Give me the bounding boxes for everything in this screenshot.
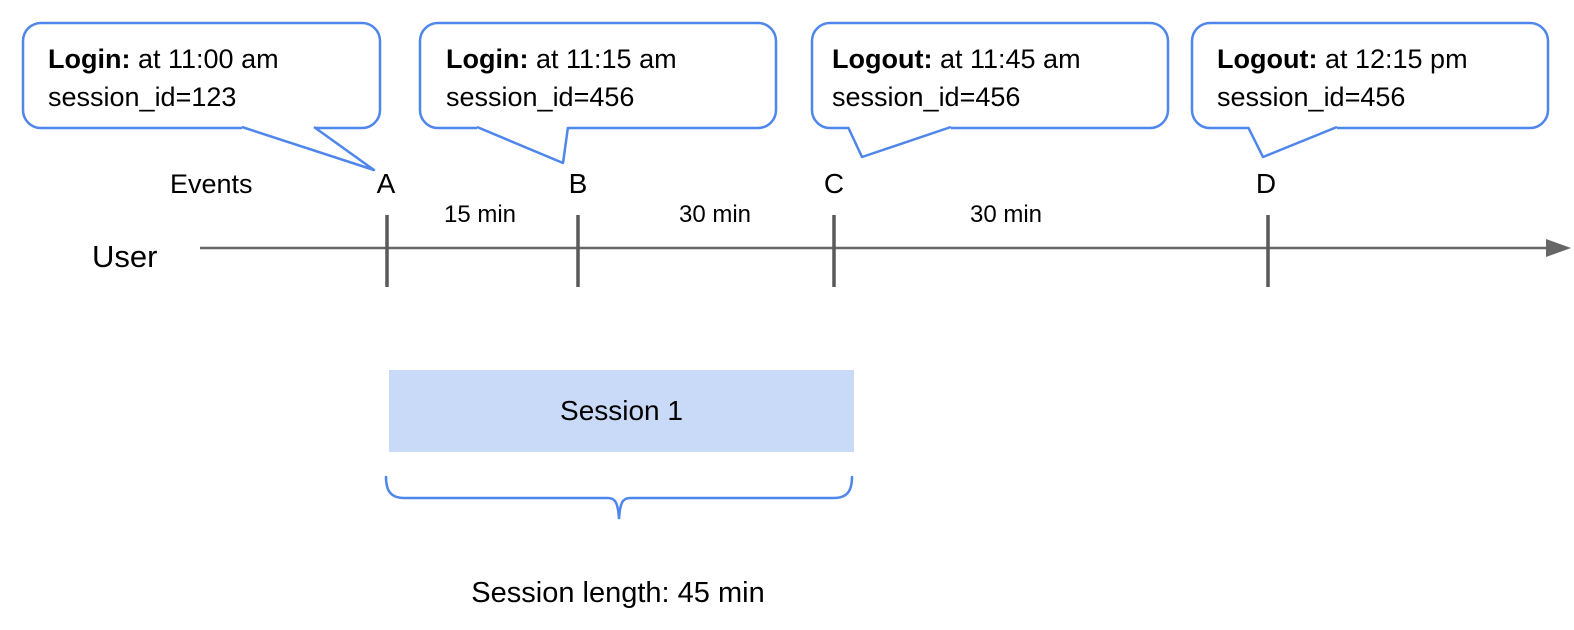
event-session-id: session_id=456 <box>446 82 635 112</box>
event-session-id: session_id=456 <box>1217 82 1406 112</box>
event-marker-d: D <box>1255 168 1277 199</box>
callout-bubble-d <box>1190 21 1550 130</box>
event-time: at 11:15 am <box>535 44 677 74</box>
events-label: Events <box>170 169 253 199</box>
user-axis-label: User <box>92 239 158 274</box>
callout-line1: Logout: at 12:15 pm <box>1217 40 1468 78</box>
callout-line1: Logout: at 11:45 am <box>832 40 1081 78</box>
callout-tail-a <box>241 125 376 172</box>
session-length-label: Session length: 45 min <box>471 577 765 609</box>
interval-label-cd: 30 min <box>969 201 1043 228</box>
callout-tail-d <box>1246 125 1338 159</box>
event-session-id: session_id=456 <box>832 82 1021 112</box>
event-type: Logout: <box>1217 44 1318 74</box>
callout-text-d: Logout: at 12:15 pm session_id=456 <box>1217 40 1468 116</box>
event-session-id: session_id=123 <box>48 82 237 112</box>
callout-bubble-c <box>810 21 1170 130</box>
event-marker-c: C <box>823 168 845 199</box>
callout-line1: Login: at 11:15 am <box>446 40 677 78</box>
callout-tail-c <box>846 125 952 159</box>
event-marker-a: A <box>376 168 396 199</box>
event-type: Login: <box>48 44 131 74</box>
callout-text-b: Login: at 11:15 am session_id=456 <box>446 40 677 116</box>
event-type: Login: <box>446 44 529 74</box>
callout-line1: Login: at 11:00 am <box>48 40 279 78</box>
session-length-brace <box>384 475 854 520</box>
interval-label-ab: 15 min <box>443 201 517 228</box>
arrow-right-icon <box>1546 239 1571 257</box>
session-1-label: Session 1 <box>560 395 683 426</box>
callout-bubble-a <box>21 21 382 130</box>
session-1-box: Session 1 <box>389 370 854 452</box>
event-time: at 11:45 am <box>939 44 1081 74</box>
event-time: at 12:15 pm <box>1324 44 1468 74</box>
event-type: Logout: <box>832 44 933 74</box>
interval-label-bc: 30 min <box>678 201 752 228</box>
callout-bubble-b <box>418 21 778 130</box>
callout-text-c: Logout: at 11:45 am session_id=456 <box>832 40 1081 116</box>
event-time: at 11:00 am <box>137 44 279 74</box>
callout-tail-b <box>476 125 570 165</box>
callout-text-a: Login: at 11:00 am session_id=123 <box>48 40 279 116</box>
event-marker-b: B <box>568 168 588 199</box>
